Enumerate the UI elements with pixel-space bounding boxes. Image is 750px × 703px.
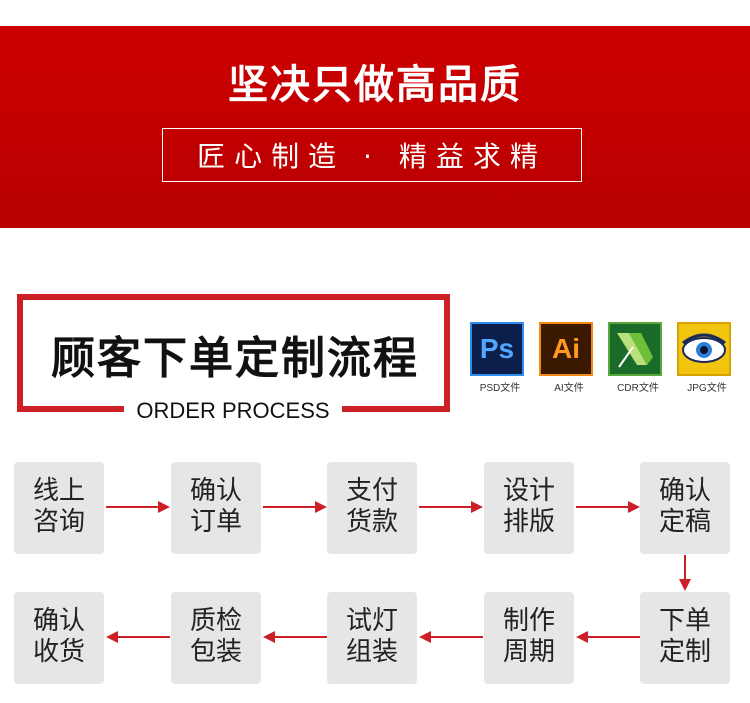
step-confirm-order: 确认 订单 bbox=[171, 462, 261, 554]
step-label: 确认 bbox=[189, 476, 242, 506]
arrow-left-icon bbox=[576, 631, 640, 643]
step-label: 组装 bbox=[345, 637, 398, 667]
step-label: 排版 bbox=[502, 507, 555, 537]
step-label: 试灯 bbox=[345, 606, 398, 636]
arrow-right-icon bbox=[419, 501, 483, 513]
process-title: 顾客下单定制流程 bbox=[51, 333, 419, 384]
format-jpg: JPG文件 bbox=[677, 322, 737, 394]
step-confirm-receipt: 确认 收货 bbox=[14, 592, 104, 684]
title-frame bbox=[17, 294, 450, 412]
step-quality-packing: 质检 包装 bbox=[171, 592, 261, 684]
step-label: 定稿 bbox=[658, 507, 711, 537]
format-caption: AI文件 bbox=[554, 383, 584, 394]
step-label: 咨询 bbox=[32, 507, 85, 537]
ai-icon: Ai bbox=[539, 322, 593, 376]
step-label: 下单 bbox=[658, 606, 711, 636]
format-cdr: CDR文件 bbox=[608, 322, 668, 394]
format-psd: Ps PSD文件 bbox=[470, 322, 530, 394]
arrow-left-icon bbox=[263, 631, 327, 643]
format-caption: PSD文件 bbox=[479, 383, 521, 394]
step-design-layout: 设计 排版 bbox=[484, 462, 574, 554]
format-caption: JPG文件 bbox=[687, 383, 727, 394]
banner-slogan: 匠心制造 · 精益求精 bbox=[162, 128, 582, 182]
ps-icon: Ps bbox=[470, 322, 524, 376]
step-label: 包装 bbox=[189, 637, 242, 667]
arrow-left-icon bbox=[419, 631, 483, 643]
step-production: 制作 周期 bbox=[484, 592, 574, 684]
step-payment: 支付 货款 bbox=[327, 462, 417, 554]
step-label: 质检 bbox=[189, 606, 242, 636]
arrow-right-icon bbox=[106, 501, 170, 513]
step-label: 定制 bbox=[658, 637, 711, 667]
arrow-left-icon bbox=[106, 631, 170, 643]
arrow-right-icon bbox=[576, 501, 640, 513]
step-label: 线上 bbox=[32, 476, 85, 506]
step-label: 制作 bbox=[502, 606, 555, 636]
step-label: 收货 bbox=[32, 637, 85, 667]
step-label: 支付 bbox=[345, 476, 398, 506]
top-banner bbox=[0, 26, 750, 228]
step-label: 确认 bbox=[32, 606, 85, 636]
step-label: 周期 bbox=[502, 637, 555, 667]
step-test-assembly: 试灯 组装 bbox=[327, 592, 417, 684]
arrow-down-icon bbox=[679, 555, 691, 591]
jpg-icon bbox=[677, 322, 731, 376]
step-confirm-draft: 确认 定稿 bbox=[640, 462, 730, 554]
format-ai: Ai AI文件 bbox=[539, 322, 599, 394]
step-label: 货款 bbox=[345, 507, 398, 537]
step-label: 确认 bbox=[658, 476, 711, 506]
step-online-consult: 线上 咨询 bbox=[14, 462, 104, 554]
step-label: 订单 bbox=[189, 507, 242, 537]
format-caption: CDR文件 bbox=[617, 383, 659, 394]
step-place-order: 下单 定制 bbox=[640, 592, 730, 684]
process-subtitle: ORDER PROCESS bbox=[124, 396, 342, 426]
banner-title: 坚决只做高品质 bbox=[228, 62, 522, 108]
arrow-right-icon bbox=[263, 501, 327, 513]
cdr-icon bbox=[608, 322, 662, 376]
step-label: 设计 bbox=[502, 476, 555, 506]
